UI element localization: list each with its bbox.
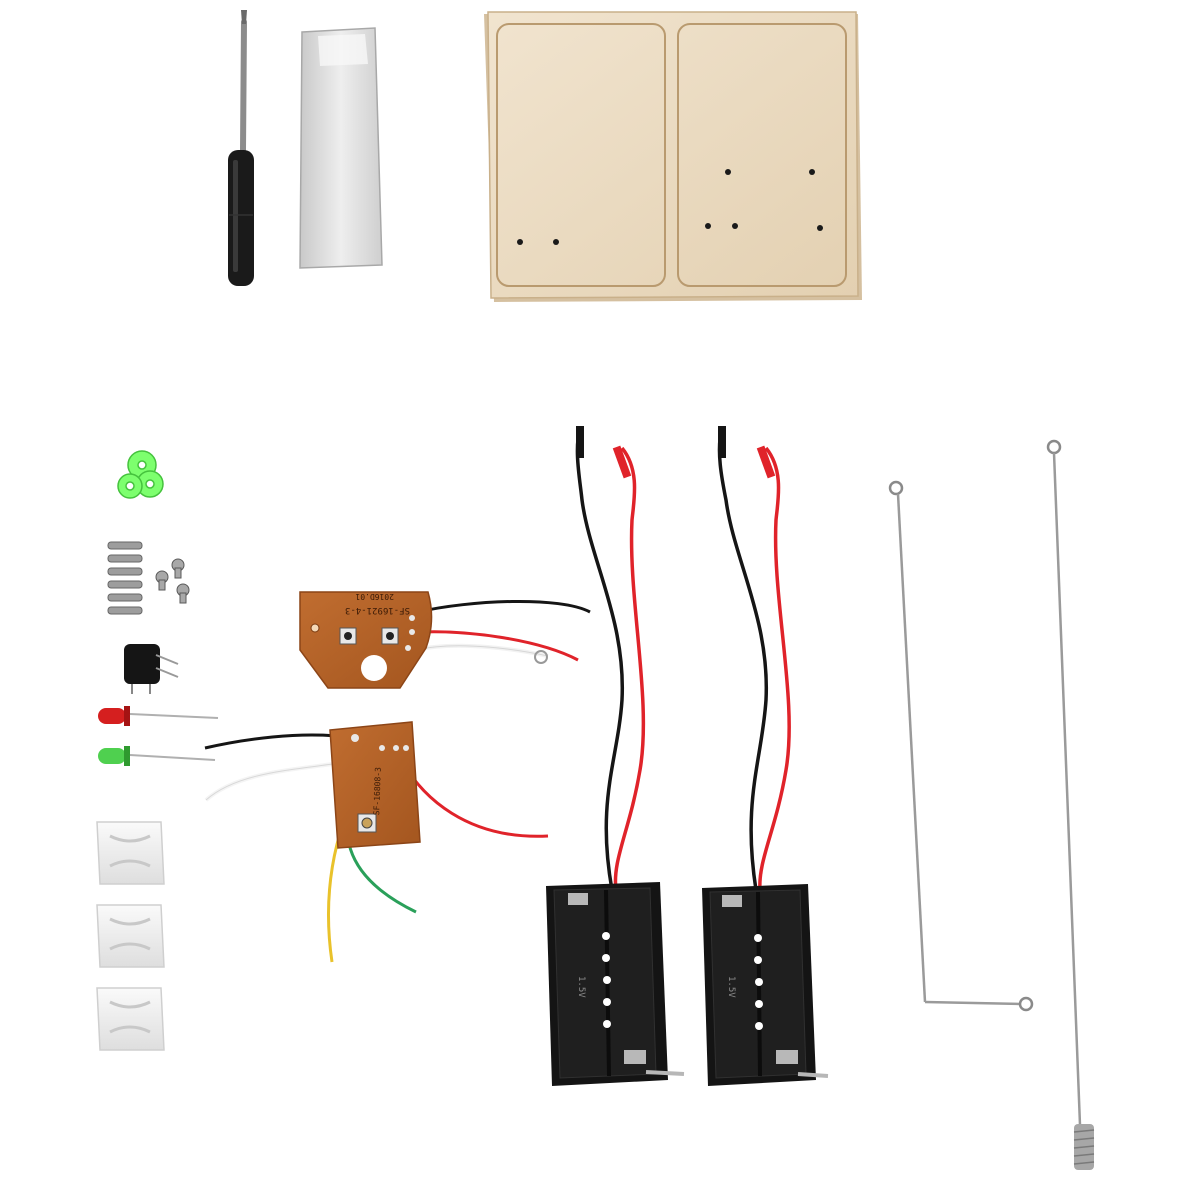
wire-clip — [96, 987, 165, 1051]
plywood-board — [484, 11, 862, 302]
battery-holder-2xAA: 1.5V — [702, 426, 829, 1086]
wire-clip — [96, 821, 165, 885]
receiver-board-code: SF-16808-3 — [372, 767, 383, 816]
green-led — [98, 746, 216, 766]
battery-voltage-label: 1.5V — [726, 976, 736, 998]
wire-ring-terminal — [534, 650, 548, 664]
green-nylon-washers — [117, 450, 164, 499]
steel-wire-antenna — [888, 480, 1034, 1012]
buzzer — [124, 644, 179, 694]
white-wire-clips — [96, 821, 165, 1051]
screwdriver — [228, 10, 254, 286]
transmitter-board-code: SF-16921-4-3 — [345, 605, 410, 615]
wire-clip — [96, 904, 165, 968]
steel-wire-antenna — [1046, 439, 1095, 1170]
red-led — [98, 706, 219, 726]
transmitter-board-date: 2016D.01 — [355, 592, 394, 601]
long-screws — [107, 541, 143, 615]
receiver-circuit-board: SF-16808-3 — [204, 721, 549, 963]
board-mounting-holes — [517, 169, 823, 245]
transmitter-circuit-board: SF-16921-4-3 2016D.01 — [299, 591, 591, 689]
battery-holder-2xAA: 1.5V — [546, 426, 685, 1086]
battery-voltage-label: 1.5V — [576, 976, 586, 998]
short-screws — [155, 558, 190, 604]
foam-tape-strip — [299, 27, 383, 269]
